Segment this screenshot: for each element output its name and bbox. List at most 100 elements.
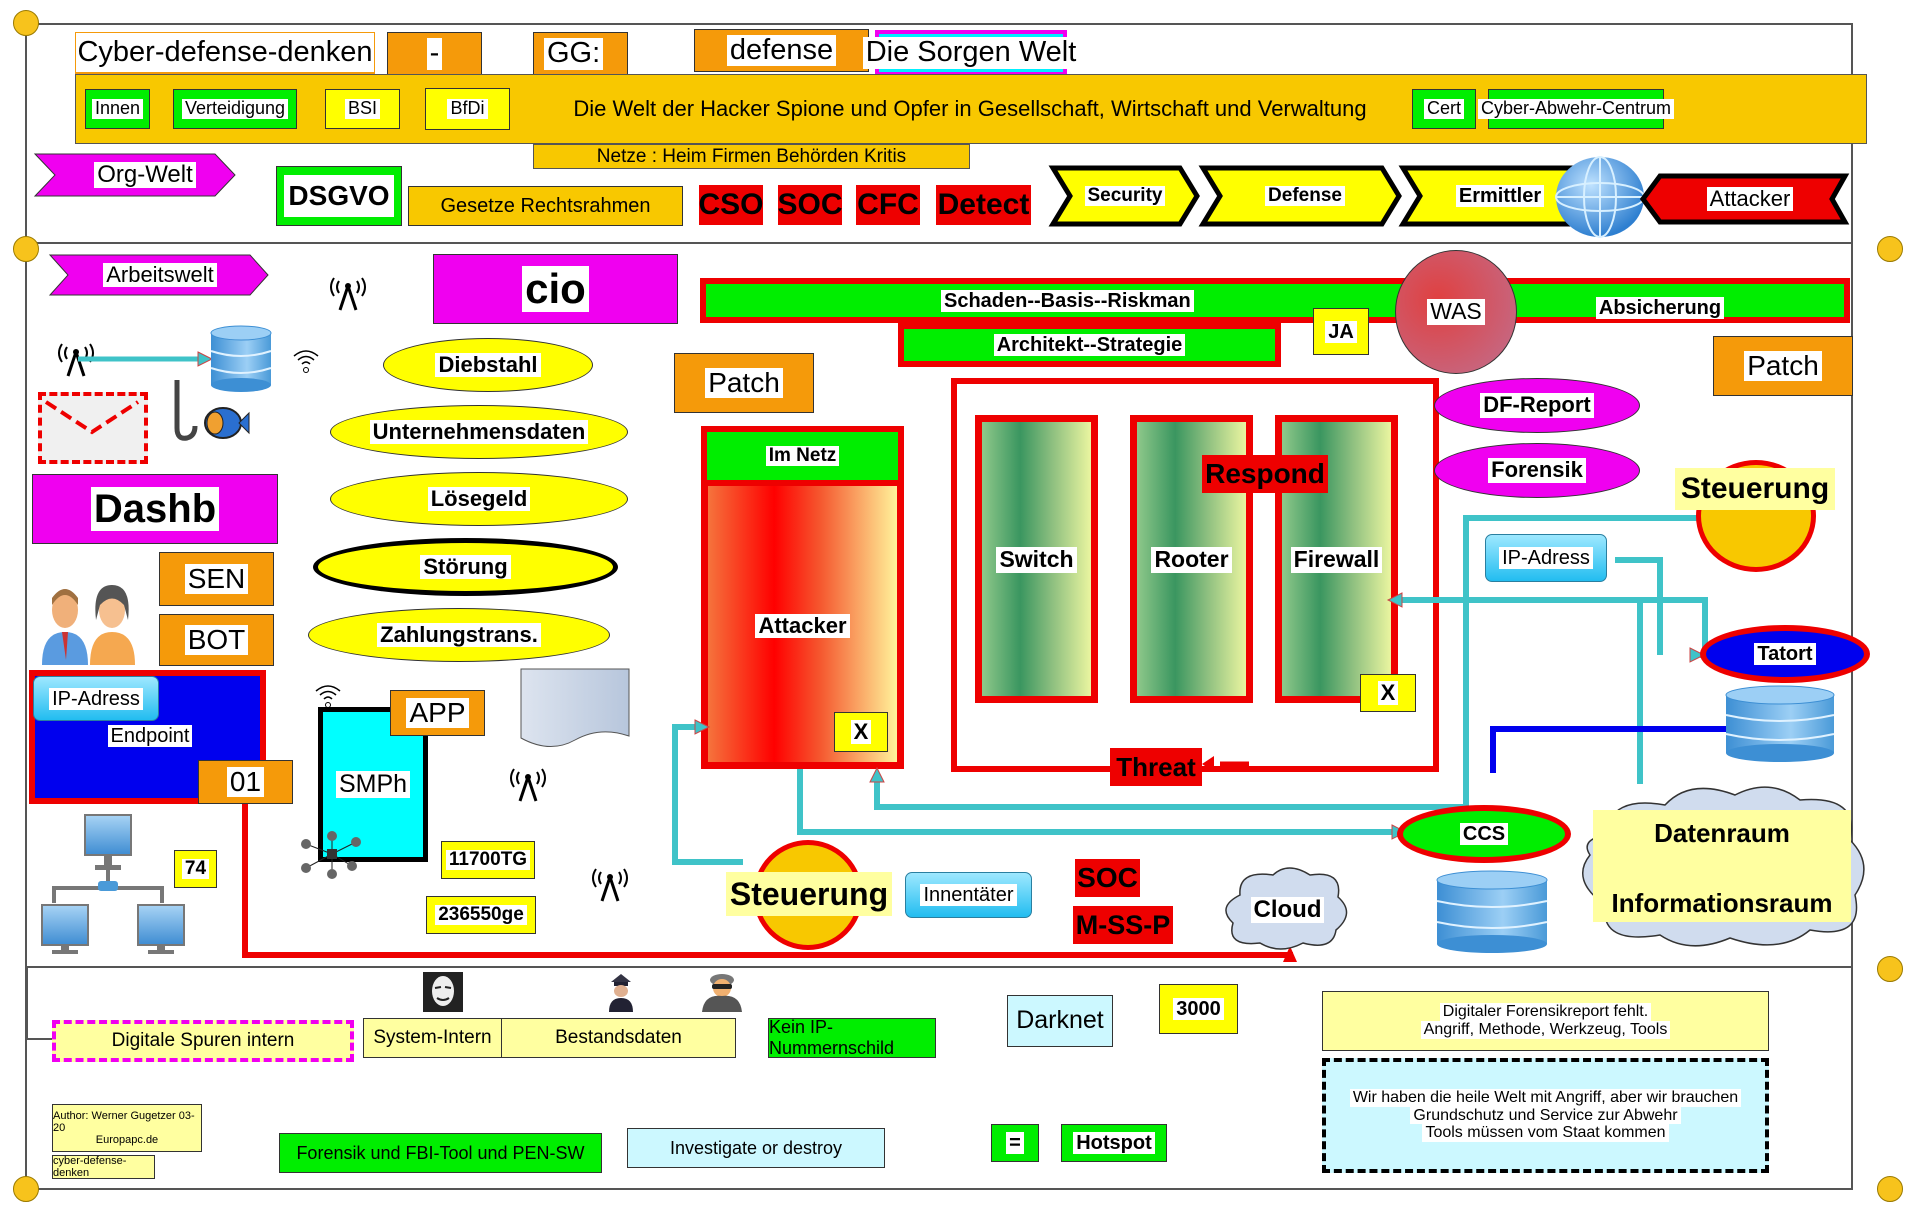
cio-label: cio bbox=[522, 265, 589, 313]
heile-welt-line-1: Wir haben die heile Welt mit Angriff, ab… bbox=[1349, 1089, 1742, 1107]
ja-box[interactable]: JA bbox=[1313, 308, 1369, 355]
gg-box: GG: bbox=[533, 32, 628, 76]
chevron-ermittler-label: Ermittler bbox=[1455, 185, 1545, 207]
threat-diebstahl[interactable]: Diebstahl bbox=[383, 338, 593, 392]
corner-handle[interactable] bbox=[1877, 956, 1903, 982]
tag-soc[interactable]: SOC bbox=[777, 185, 843, 225]
innentater-label: Innentäter bbox=[920, 884, 1017, 906]
bot-box[interactable]: BOT bbox=[159, 614, 274, 666]
threat-tag: Threat bbox=[1110, 748, 1202, 786]
author-box: Author: Werner Gugetzer 03-20 Europapc.d… bbox=[52, 1104, 202, 1152]
dash-box: - bbox=[387, 32, 482, 76]
patch-box-left[interactable]: Patch bbox=[674, 353, 814, 413]
corner-handle[interactable] bbox=[1877, 236, 1903, 262]
patch-left-label: Patch bbox=[705, 367, 783, 399]
ip-adress-button-right[interactable]: IP-Adress bbox=[1485, 534, 1607, 582]
ja-label: JA bbox=[1325, 320, 1357, 343]
x-marker-attacker: X bbox=[834, 712, 888, 752]
ccs-ellipse[interactable]: CCS bbox=[1397, 805, 1571, 863]
ip-adress-button-left[interactable]: IP-Adress bbox=[33, 676, 159, 721]
investigate-box: Investigate or destroy bbox=[627, 1128, 885, 1168]
tag-innen[interactable]: Innen bbox=[85, 89, 150, 129]
endpoint-label-wrap: Endpoint bbox=[100, 720, 200, 752]
architekt-label: Architekt--Strategie bbox=[993, 334, 1186, 356]
app-box[interactable]: APP bbox=[390, 690, 485, 736]
frame-bottom bbox=[27, 1188, 1852, 1190]
gesetze-box: Gesetze Rechtsrahmen bbox=[408, 186, 683, 226]
mssp-label: M-SS-P bbox=[1075, 909, 1171, 940]
tag-bfdi[interactable]: BfDi bbox=[425, 88, 510, 130]
tag-cso[interactable]: CSO bbox=[698, 185, 764, 225]
threat-zahlungstrans[interactable]: Zahlungstrans. bbox=[308, 608, 610, 662]
digitale-spuren-box: Digitale Spuren intern bbox=[52, 1020, 354, 1062]
soc-tag: SOC bbox=[1075, 859, 1140, 897]
corner-handle[interactable] bbox=[13, 236, 39, 262]
mssp-tag: M-SS-P bbox=[1073, 906, 1173, 944]
absicherung-label-wrap: Absicherung bbox=[1580, 292, 1740, 324]
sen-box[interactable]: SEN bbox=[159, 552, 274, 606]
netze-box: Netze : Heim Firmen Behörden Kritis bbox=[533, 144, 970, 169]
kein-ip-box: Kein IP-Nummernschild bbox=[768, 1017, 936, 1058]
x-marker-firewall-label: X bbox=[1377, 680, 1399, 706]
datenraum-label-wrap: Datenraum bbox=[1593, 815, 1851, 851]
heile-welt-box: Wir haben die heile Welt mit Angriff, ab… bbox=[1322, 1058, 1769, 1173]
riskman-label: Schaden--Basis--Riskman bbox=[941, 289, 1194, 312]
tag-verteidigung[interactable]: Verteidigung bbox=[173, 89, 297, 129]
innentater-button[interactable]: Innentäter bbox=[905, 872, 1032, 918]
corner-handle[interactable] bbox=[13, 1176, 39, 1202]
corner-handle[interactable] bbox=[13, 10, 39, 36]
org-welt-label-wrap: Org-Welt bbox=[70, 157, 220, 193]
frame-top bbox=[27, 23, 1852, 25]
tag-bfdi-label: BfDi bbox=[447, 98, 488, 119]
steuerung-right-label-wrap[interactable]: Steuerung bbox=[1675, 468, 1835, 510]
hotspot-label: Hotspot bbox=[1073, 1132, 1155, 1154]
attacker-banner-label-wrap: Attacker bbox=[1665, 182, 1835, 216]
threat-storung[interactable]: Störung bbox=[313, 538, 618, 596]
tag-detect[interactable]: Detect bbox=[936, 185, 1031, 225]
steuerung-left-label-wrap[interactable]: Steuerung bbox=[726, 872, 892, 916]
email-icon bbox=[38, 392, 148, 464]
dashb-box[interactable]: Dashb bbox=[32, 474, 278, 544]
df-report-ellipse[interactable]: DF-Report bbox=[1434, 378, 1640, 433]
endpoint-label: Endpoint bbox=[107, 725, 193, 747]
tg-label: 11700TG bbox=[445, 849, 531, 871]
tag-cyber-abwehr-label: Cyber-Abwehr-Centrum bbox=[1477, 98, 1675, 119]
forensikreport-line-2: Angriff, Methode, Werkzeug, Tools bbox=[1420, 1021, 1671, 1039]
dsgvo-box[interactable]: DSGVO bbox=[276, 166, 402, 226]
tag-cso-label: CSO bbox=[698, 188, 764, 221]
tag-cyber-abwehr-centrum[interactable]: Cyber-Abwehr-Centrum bbox=[1477, 89, 1675, 129]
dsgvo-label: DSGVO bbox=[284, 174, 394, 218]
tag-bsi[interactable]: BSI bbox=[325, 89, 400, 129]
tag-cert[interactable]: Cert bbox=[1412, 89, 1476, 129]
patch-box-right[interactable]: Patch bbox=[1713, 336, 1853, 396]
forensik-ellipse[interactable]: Forensik bbox=[1434, 443, 1640, 498]
tatort-ellipse[interactable]: Tatort bbox=[1700, 625, 1870, 683]
count-3000-label: 3000 bbox=[1173, 998, 1224, 1020]
x-marker-attacker-label: X bbox=[850, 719, 872, 745]
threat-losegeld[interactable]: Lösegeld bbox=[330, 472, 628, 526]
frame-right bbox=[1851, 23, 1853, 1190]
datenraum-box bbox=[1593, 810, 1851, 922]
tag-verteidigung-label: Verteidigung bbox=[181, 98, 289, 119]
cio-box[interactable]: cio bbox=[433, 254, 678, 324]
hotspot-box[interactable]: Hotspot bbox=[1061, 1124, 1167, 1162]
heile-welt-line-2: Grundschutz und Service zur Abwehr bbox=[1410, 1106, 1681, 1125]
darknet-box[interactable]: Darknet bbox=[1007, 995, 1113, 1047]
threat-unternehmensdaten-label: Unternehmensdaten bbox=[369, 419, 589, 445]
footer-tag-box: cyber-defense-denken bbox=[52, 1155, 155, 1179]
sorgen-welt-box: Die Sorgen Welt bbox=[862, 30, 1080, 76]
threat-losegeld-label: Lösegeld bbox=[427, 486, 531, 512]
tg-box: 11700TG bbox=[441, 841, 535, 879]
tag-cfc[interactable]: CFC bbox=[856, 185, 920, 225]
threat-label: Threat bbox=[1116, 751, 1196, 782]
threat-unternehmensdaten[interactable]: Unternehmensdaten bbox=[330, 405, 628, 459]
bestandsdaten-box: Bestandsdaten bbox=[501, 1018, 736, 1058]
was-circle[interactable]: WAS bbox=[1395, 250, 1517, 374]
database-icon bbox=[210, 325, 272, 392]
frame-separator-2 bbox=[27, 966, 1852, 968]
corner-handle[interactable] bbox=[1877, 1176, 1903, 1202]
informationsraum-label: Informationsraum bbox=[1611, 887, 1833, 918]
tag-soc-label: SOC bbox=[777, 188, 843, 221]
